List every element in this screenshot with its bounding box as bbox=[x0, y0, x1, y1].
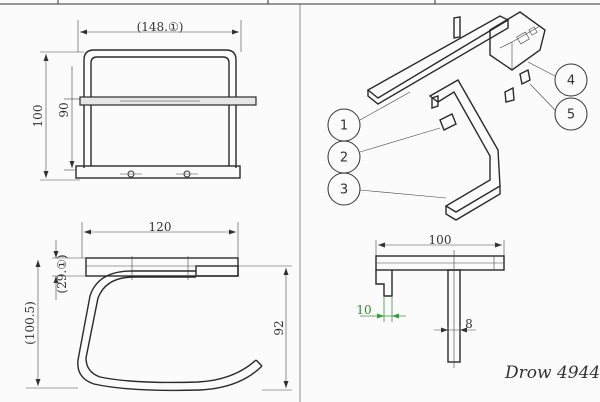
front-height-inner-dim: 90 bbox=[57, 102, 71, 117]
callout-2: 2 bbox=[340, 151, 348, 166]
callout-5-circle bbox=[554, 97, 588, 131]
callout-4: 4 bbox=[567, 74, 575, 89]
callout-1: 1 bbox=[340, 119, 348, 134]
iso-screw bbox=[439, 113, 457, 131]
side-bracket bbox=[195, 265, 239, 277]
front-frame-inner bbox=[90, 56, 230, 102]
detail-width-dim: 100 bbox=[429, 233, 452, 247]
callout-3: 3 bbox=[340, 183, 348, 198]
detail-left-dim: 10 bbox=[356, 303, 371, 317]
iso-holder-arm bbox=[428, 79, 501, 213]
side-view: 120 (29.①) (100.5) 92 bbox=[23, 220, 292, 392]
front-frame-outer bbox=[83, 49, 237, 102]
front-view: (148.①) 100 90 bbox=[31, 20, 257, 181]
side-right-dim: 92 bbox=[272, 320, 286, 335]
title-strip bbox=[0, 0, 600, 5]
signature: Drow 4944 bbox=[504, 363, 600, 383]
side-overall-dim: (100.5) bbox=[23, 301, 37, 345]
detail-view: 100 10 8 bbox=[356, 233, 505, 368]
side-arm-outer bbox=[77, 270, 263, 392]
isometric-view: 1 2 3 4 5 bbox=[327, 11, 588, 221]
front-height-outer-dim: 100 bbox=[31, 105, 45, 128]
callout-3-circle bbox=[327, 172, 361, 206]
side-arm-inner bbox=[85, 276, 257, 384]
detail-right-dim: 8 bbox=[465, 317, 473, 331]
front-base-plate bbox=[75, 165, 241, 179]
side-top-plate bbox=[85, 257, 239, 277]
callout-4-circle bbox=[554, 63, 588, 97]
side-width-dim: 120 bbox=[149, 220, 172, 234]
iso-grub-screw bbox=[504, 86, 515, 103]
iso-post bbox=[453, 16, 461, 39]
detail-left-lug bbox=[375, 270, 393, 297]
iso-top-plate bbox=[366, 15, 510, 99]
iso-wall-bracket bbox=[489, 11, 546, 71]
front-width-dim: (148.①) bbox=[137, 20, 184, 34]
callout-5: 5 bbox=[567, 108, 575, 123]
side-offset-dim: (29.①) bbox=[55, 254, 69, 293]
